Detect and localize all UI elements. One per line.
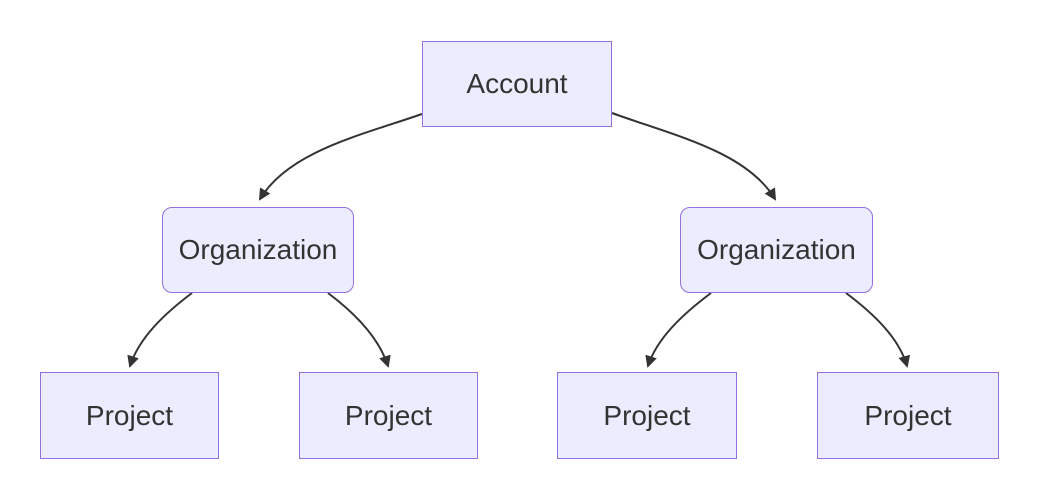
edge-account-to-organization-left (258, 113, 423, 201)
node-project-2: Project (299, 372, 478, 459)
node-organization-right: Organization (680, 207, 873, 293)
node-account-label: Account (466, 68, 568, 100)
node-project-3: Project (557, 372, 737, 459)
node-organization-left-label: Organization (178, 234, 338, 266)
node-organization-right-label: Organization (697, 234, 856, 266)
node-organization-left: Organization (162, 207, 354, 293)
node-project-4: Project (817, 372, 999, 459)
node-project-4-label: Project (864, 399, 952, 431)
edge-organization-left-to-project-2 (327, 292, 391, 368)
edge-organization-right-to-project-4 (845, 292, 911, 368)
node-account: Account (422, 41, 612, 127)
edge-organization-right-to-project-3 (645, 292, 712, 368)
node-project-1: Project (40, 372, 219, 459)
edge-organization-left-to-project-1 (127, 292, 193, 368)
node-project-1-label: Project (85, 399, 174, 431)
node-project-2-label: Project (344, 399, 433, 431)
node-project-3-label: Project (603, 399, 691, 431)
edge-account-to-organization-right (611, 112, 777, 201)
